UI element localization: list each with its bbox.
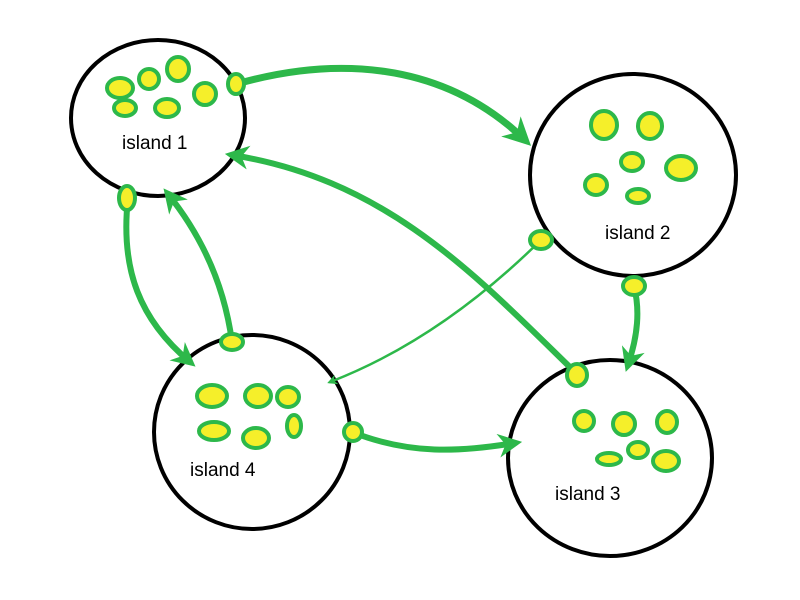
port-island2-bottom	[621, 275, 647, 297]
node	[197, 420, 231, 442]
node	[619, 151, 645, 173]
island-1-nodes	[105, 55, 218, 119]
port-island1-right	[226, 72, 246, 96]
node	[611, 411, 637, 437]
node	[241, 426, 271, 450]
node	[655, 409, 679, 435]
island-1-label: island 1	[122, 133, 188, 154]
node	[626, 440, 650, 460]
arrow-island2-to-island4	[327, 238, 543, 385]
node	[595, 451, 623, 467]
arrow-island2-to-island3	[621, 283, 645, 372]
node	[153, 97, 181, 119]
island-3-circle	[506, 358, 714, 558]
arrow-island1-to-island4	[123, 195, 196, 367]
port-island4-top	[219, 332, 245, 352]
node	[105, 76, 135, 100]
node	[664, 154, 698, 182]
island-3-nodes	[572, 409, 681, 473]
connection-arrows	[123, 64, 645, 458]
island-3-label: island 3	[555, 484, 621, 505]
node	[651, 449, 681, 473]
node	[137, 67, 161, 91]
island-4-nodes	[195, 383, 303, 450]
arrow-island1-to-island2	[236, 64, 532, 146]
island-2-label: island 2	[605, 223, 671, 244]
node	[112, 98, 138, 118]
node	[275, 385, 301, 409]
node-clusters	[105, 55, 698, 473]
node	[572, 409, 596, 433]
arrow-island4-to-island3	[349, 429, 523, 458]
node	[165, 55, 191, 83]
island-4-label: island 4	[190, 460, 256, 481]
island-2-circle	[528, 72, 738, 278]
island-1-circle	[69, 38, 247, 198]
port-island1-bottom	[117, 184, 137, 212]
arrow-island4-to-island1	[163, 188, 235, 345]
arrow-island3-to-island1	[224, 145, 580, 377]
port-island2-left	[528, 229, 554, 251]
port-island3-top	[565, 362, 589, 388]
node	[625, 187, 651, 205]
node	[285, 413, 303, 439]
island-2-nodes	[583, 109, 698, 205]
node	[192, 81, 218, 107]
node	[195, 383, 229, 409]
node	[589, 109, 619, 141]
port-dots	[117, 72, 647, 443]
port-island4-right	[342, 421, 364, 443]
node	[243, 383, 273, 409]
node	[583, 173, 609, 197]
node	[636, 111, 664, 141]
